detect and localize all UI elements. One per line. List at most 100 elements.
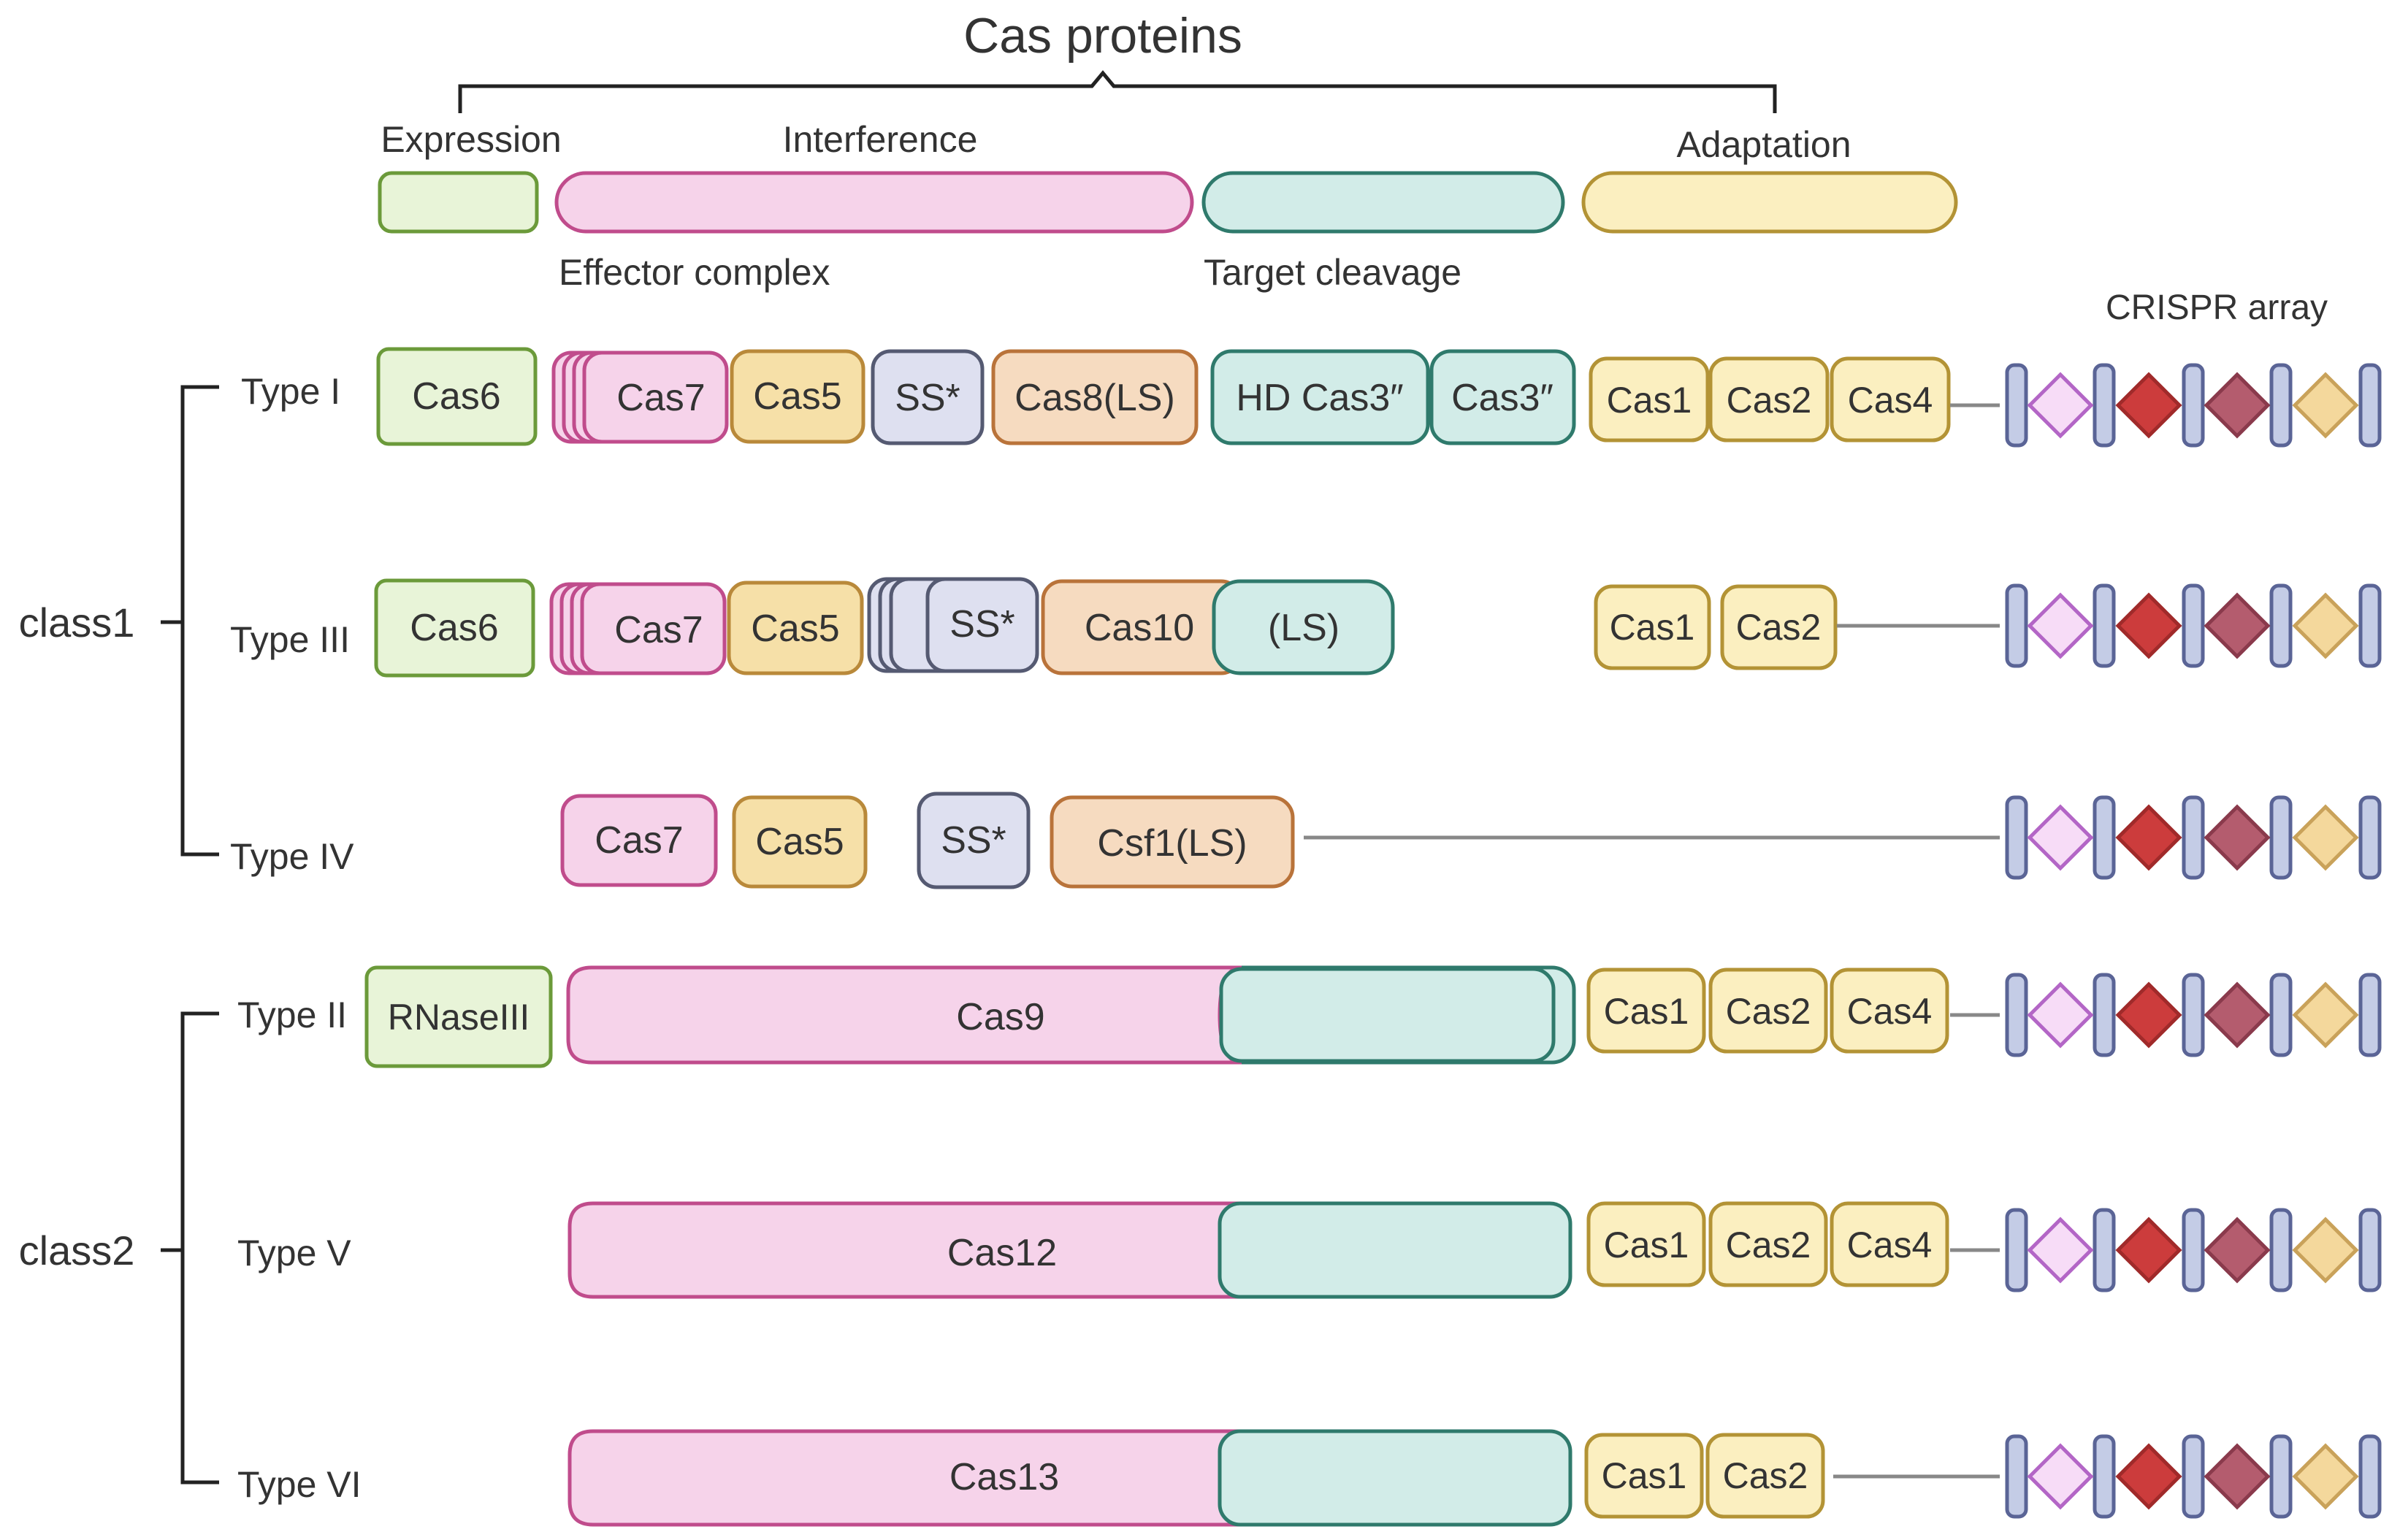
repeat-block (2005, 1208, 2028, 1292)
ls-box (1212, 579, 1395, 675)
cas12-box (567, 1201, 1242, 1299)
cas7-box (582, 350, 729, 444)
cas4-box (1830, 968, 1949, 1054)
cas7-label: Cas7 (614, 609, 703, 651)
spacer-mauve-diamond (2204, 1217, 2271, 1284)
bar-adaptation (1581, 171, 1958, 234)
rnase-label: RNaseIII (388, 997, 530, 1038)
cas2-label: Cas2 (1727, 380, 1812, 421)
cas7-stack: Cas7 (551, 350, 729, 444)
repeat-block (2182, 973, 2205, 1057)
repeat-block (2269, 795, 2293, 880)
type-v-label: Type V (237, 1233, 351, 1273)
spacer-tan-diamond (2292, 981, 2359, 1049)
cas1-box (1584, 1433, 1704, 1519)
label-crispr-array: CRISPR array (2106, 288, 2328, 327)
class2-bracket (161, 1011, 219, 1485)
cas6-box (376, 347, 538, 446)
crispr-array (2005, 363, 2382, 448)
repeat-block (2093, 363, 2116, 448)
csf1-label: Csf1(LS) (1097, 822, 1247, 865)
repeat-block (2269, 363, 2293, 448)
spacer-pink-diamond (2027, 981, 2094, 1049)
repeat-block (2358, 1208, 2382, 1292)
spacer-pink-diamond (2027, 592, 2094, 659)
hd-cas3-box (1210, 349, 1430, 445)
cas5-label: Cas5 (751, 608, 839, 650)
type-i-label: Type I (241, 371, 340, 412)
repeat-block (2005, 363, 2028, 448)
bar-target-cleavage (1201, 171, 1565, 234)
cas2-box (1708, 356, 1830, 443)
class1-bracket (161, 385, 219, 857)
cas5-label: Cas5 (755, 821, 844, 863)
crispr-array (2005, 795, 2382, 880)
label-target-cleavage: Target cleavage (1204, 252, 1461, 293)
repeat-block (2182, 795, 2205, 880)
cas1-box (1586, 1201, 1706, 1287)
row-type-ii: RNaseIII Cas9 Cas1 Cas2 Cas4 (364, 965, 2000, 1068)
cas7-stack: Cas7 (549, 582, 727, 675)
cas1-box (1586, 968, 1706, 1054)
cas13-box (567, 1429, 1242, 1527)
row-type-v: Cas12 Cas1 Cas2 Cas4 (567, 1201, 2000, 1299)
cas7-label: Cas7 (595, 819, 683, 862)
spacer-pink-diamond (2027, 1443, 2094, 1510)
cas4-box (1830, 1201, 1949, 1287)
label-effector-complex: Effector complex (559, 252, 830, 293)
repeat-block (2358, 973, 2382, 1057)
repeat-block (2269, 583, 2293, 668)
cas10-label: Cas10 (1085, 607, 1194, 649)
cas13-target-domain (1218, 1429, 1572, 1527)
spacer-tan-diamond (2292, 592, 2359, 659)
cas2-label: Cas2 (1736, 607, 1822, 648)
cas2-label: Cas2 (1726, 1225, 1811, 1265)
title-bracket (458, 70, 1777, 113)
label-interference: Interference (783, 119, 978, 160)
ss-label: SS* (949, 603, 1015, 646)
cas2-box (1708, 968, 1828, 1054)
cas2-box (1705, 1433, 1825, 1519)
repeat-block (2093, 973, 2116, 1057)
repeat-block (2269, 973, 2293, 1057)
spacer-pink-diamond (2027, 372, 2094, 439)
cas2-box (1720, 584, 1838, 670)
ss-label: SS* (895, 377, 960, 419)
cas1-label: Cas1 (1604, 991, 1689, 1032)
cas2-label: Cas2 (1726, 991, 1811, 1032)
row-type-vi: Cas13 Cas1 Cas2 (567, 1429, 2000, 1527)
repeat-block (2093, 1434, 2116, 1519)
repeat-block (2358, 1434, 2382, 1519)
type-ii-label: Type II (237, 995, 347, 1035)
cas4-label: Cas4 (1847, 1225, 1933, 1265)
spacer-red-diamond (2115, 981, 2182, 1049)
spacer-red-diamond (2115, 1217, 2182, 1284)
spacer-pink-diamond (2027, 1217, 2094, 1284)
crispr-array (2005, 1208, 2382, 1292)
repeat-block (2093, 1208, 2116, 1292)
cas4-label: Cas4 (1847, 991, 1933, 1032)
ss-box (871, 349, 985, 445)
spacer-mauve-diamond (2204, 1443, 2271, 1510)
cas7-box (580, 582, 727, 675)
crispr-array (2005, 583, 2382, 668)
type-vi-label: Type VI (237, 1464, 362, 1505)
cas1-label: Cas1 (1604, 1225, 1689, 1265)
cas12-label: Cas12 (947, 1232, 1057, 1274)
row-type-i: Cas6 Cas7 Cas5 SS* Cas8(LS) HD Cas3″ Cas… (376, 347, 2000, 446)
cas6-label: Cas6 (410, 607, 498, 649)
cas6-label: Cas6 (412, 375, 500, 418)
cas2-label: Cas2 (1723, 1455, 1808, 1496)
repeat-block (2005, 795, 2028, 880)
spacer-mauve-diamond (2204, 592, 2271, 659)
cas5-label: Cas5 (753, 375, 841, 418)
cas7-box (560, 794, 718, 887)
spacer-tan-diamond (2292, 372, 2359, 439)
ls-label: (LS) (1268, 607, 1340, 649)
cas12-target-domain (1218, 1201, 1572, 1299)
spacer-tan-diamond (2292, 804, 2359, 871)
ss-stack: SS* (867, 577, 1039, 673)
bar-expression (378, 171, 539, 234)
cas1-box (1589, 356, 1710, 443)
cas5-box (730, 349, 865, 444)
